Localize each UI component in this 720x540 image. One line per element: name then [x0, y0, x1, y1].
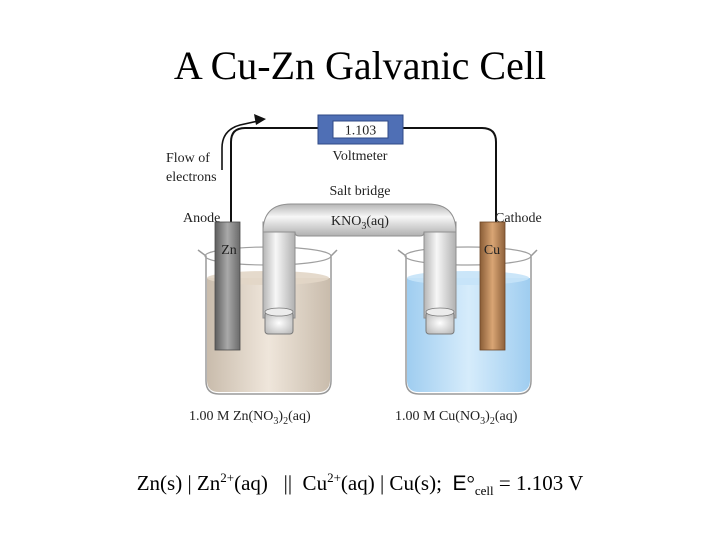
salt-bridge-top [262, 203, 457, 237]
right-beaker [397, 249, 538, 395]
voltmeter-reading: 1.103 [345, 124, 377, 139]
left-solution-label: 1.00 M Zn(NO3)2(aq) [189, 409, 311, 427]
salt-bridge-left-leg [262, 221, 296, 319]
flow-label-line2: electrons [166, 170, 217, 185]
copper-electrode-label: Cu [484, 243, 500, 258]
electron-flow-arrow [221, 120, 259, 170]
salt-bridge-formula: KNO3(aq) [331, 214, 389, 232]
salt-bridge-label: Salt bridge [329, 184, 390, 199]
arrow-head-icon [254, 114, 266, 125]
external-wire-right [403, 127, 497, 222]
external-wire [230, 127, 318, 222]
slide-title: A Cu-Zn Galvanic Cell [173, 43, 547, 88]
salt-bridge-right-leg [423, 221, 457, 319]
anode-label: Anode [183, 211, 220, 226]
voltmeter-label: Voltmeter [333, 149, 388, 164]
flow-label-line1: Flow of [166, 151, 210, 166]
copper-electrode [479, 221, 506, 351]
left-beaker [197, 249, 338, 395]
voltmeter-display [332, 120, 389, 139]
cathode-label: Cathode [495, 211, 542, 226]
zinc-electrode-label: Zn [221, 243, 237, 258]
zinc-electrode [214, 221, 241, 351]
voltmeter-body [317, 114, 404, 145]
cell-notation: Zn(s) | Zn2+(aq) || Cu2+(aq) | Cu(s); E°… [136, 470, 584, 499]
right-solution-label: 1.00 M Cu(NO3)2(aq) [395, 409, 518, 427]
